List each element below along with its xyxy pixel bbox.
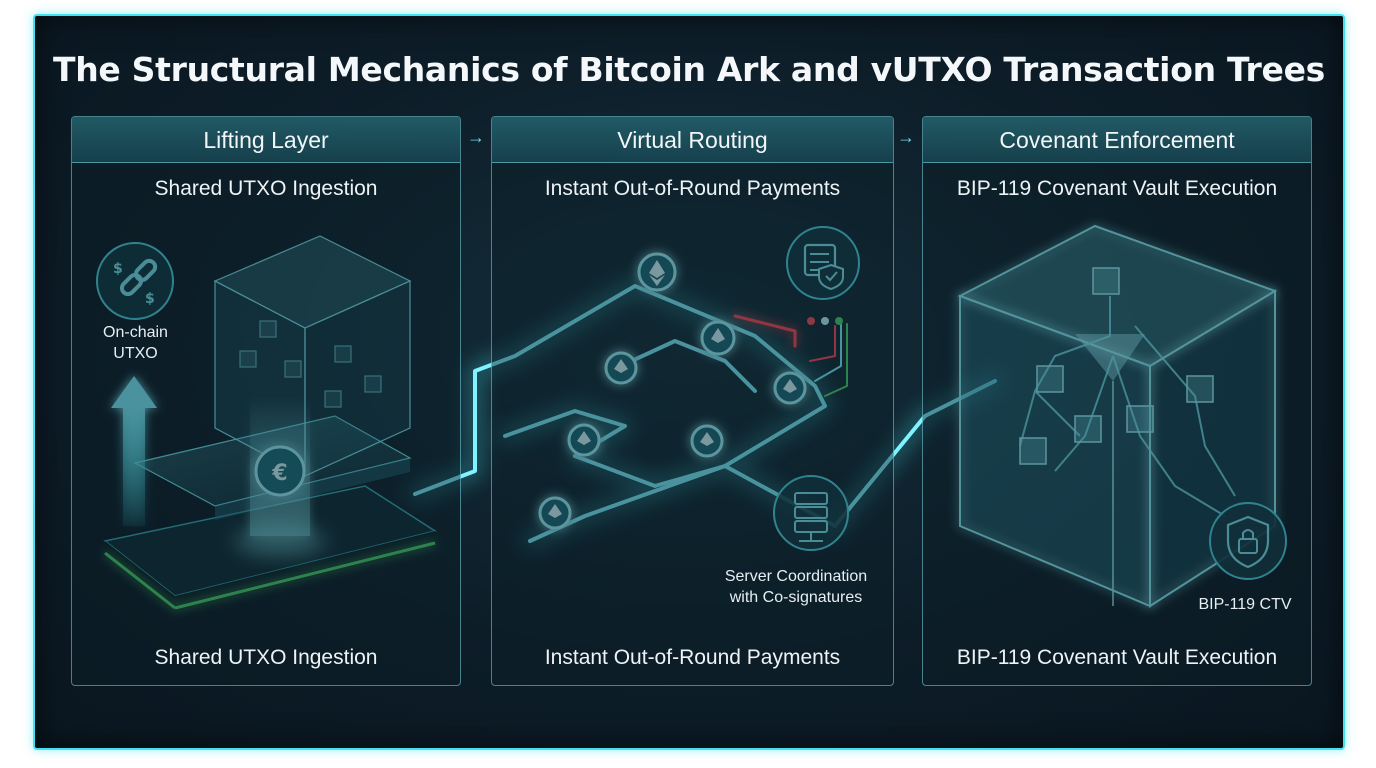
ethereum-coin-icon	[604, 351, 638, 385]
panel-connector-arrow-icon: →	[467, 127, 485, 147]
panel-subtitle-bottom: Instant Out-of-Round Payments	[544, 646, 841, 669]
ethereum-coin-icon	[538, 496, 572, 530]
ethereum-coins	[538, 252, 807, 530]
diagram-frame: $ $	[33, 14, 1345, 750]
bip119-ctv-label: BIP-119 CTV	[1198, 596, 1292, 613]
onchain-utxo-label: On-chain UTXO	[103, 324, 168, 362]
dollar-chain-link-icon: $ $	[96, 242, 174, 320]
routing-signal-dots	[807, 317, 843, 325]
svg-text:$: $	[145, 291, 155, 307]
ethereum-coin-icon	[567, 423, 601, 457]
panel-subtitle-top: Instant Out-of-Round Payments	[544, 177, 841, 200]
panel-subtitle-bottom: Shared UTXO Ingestion	[154, 646, 378, 669]
euro-coin-icon: €	[254, 445, 306, 497]
diagram-title: The Structural Mechanics of Bitcoin Ark …	[52, 50, 1326, 89]
svg-text:€: €	[271, 461, 287, 486]
panel-connector-arrow-icon: →	[897, 127, 915, 147]
panel-covenant-enforcement: Covenant Enforcement BIP-119 Covenant Va…	[922, 116, 1312, 686]
covenant-vault-illustration	[957, 224, 1287, 608]
padlock-shield-icon	[1209, 502, 1287, 580]
panel-heading: Lifting Layer	[72, 117, 460, 163]
lift-up-arrow	[111, 376, 157, 526]
panel-subtitle-bottom: BIP-119 Covenant Vault Execution	[956, 646, 1278, 669]
ethereum-coin-icon	[773, 371, 807, 405]
panel-heading: Virtual Routing	[492, 117, 893, 163]
panel-heading: Covenant Enforcement	[923, 117, 1311, 163]
server-coordination-label: Server Coordination with Co-signatures	[724, 568, 868, 606]
panel-virtual-routing: Virtual Routing Instant Out-of-Round Pay…	[491, 116, 894, 686]
svg-text:$: $	[113, 261, 123, 277]
server-icon	[773, 475, 849, 551]
diagram-artwork: $ $	[96, 224, 1287, 610]
panel-subtitle-top: BIP-119 Covenant Vault Execution	[956, 177, 1278, 200]
lifting-layer-illustration: $ $	[96, 235, 475, 610]
panel-subtitle-top: Shared UTXO Ingestion	[154, 177, 378, 200]
panel-lifting-layer: Lifting Layer Shared UTXO Ingestion Shar…	[71, 116, 461, 686]
server-shield-icon	[786, 226, 860, 300]
ethereum-coin-icon	[700, 320, 736, 356]
ethereum-coin-icon	[690, 424, 724, 458]
ethereum-coin-icon	[637, 252, 677, 292]
